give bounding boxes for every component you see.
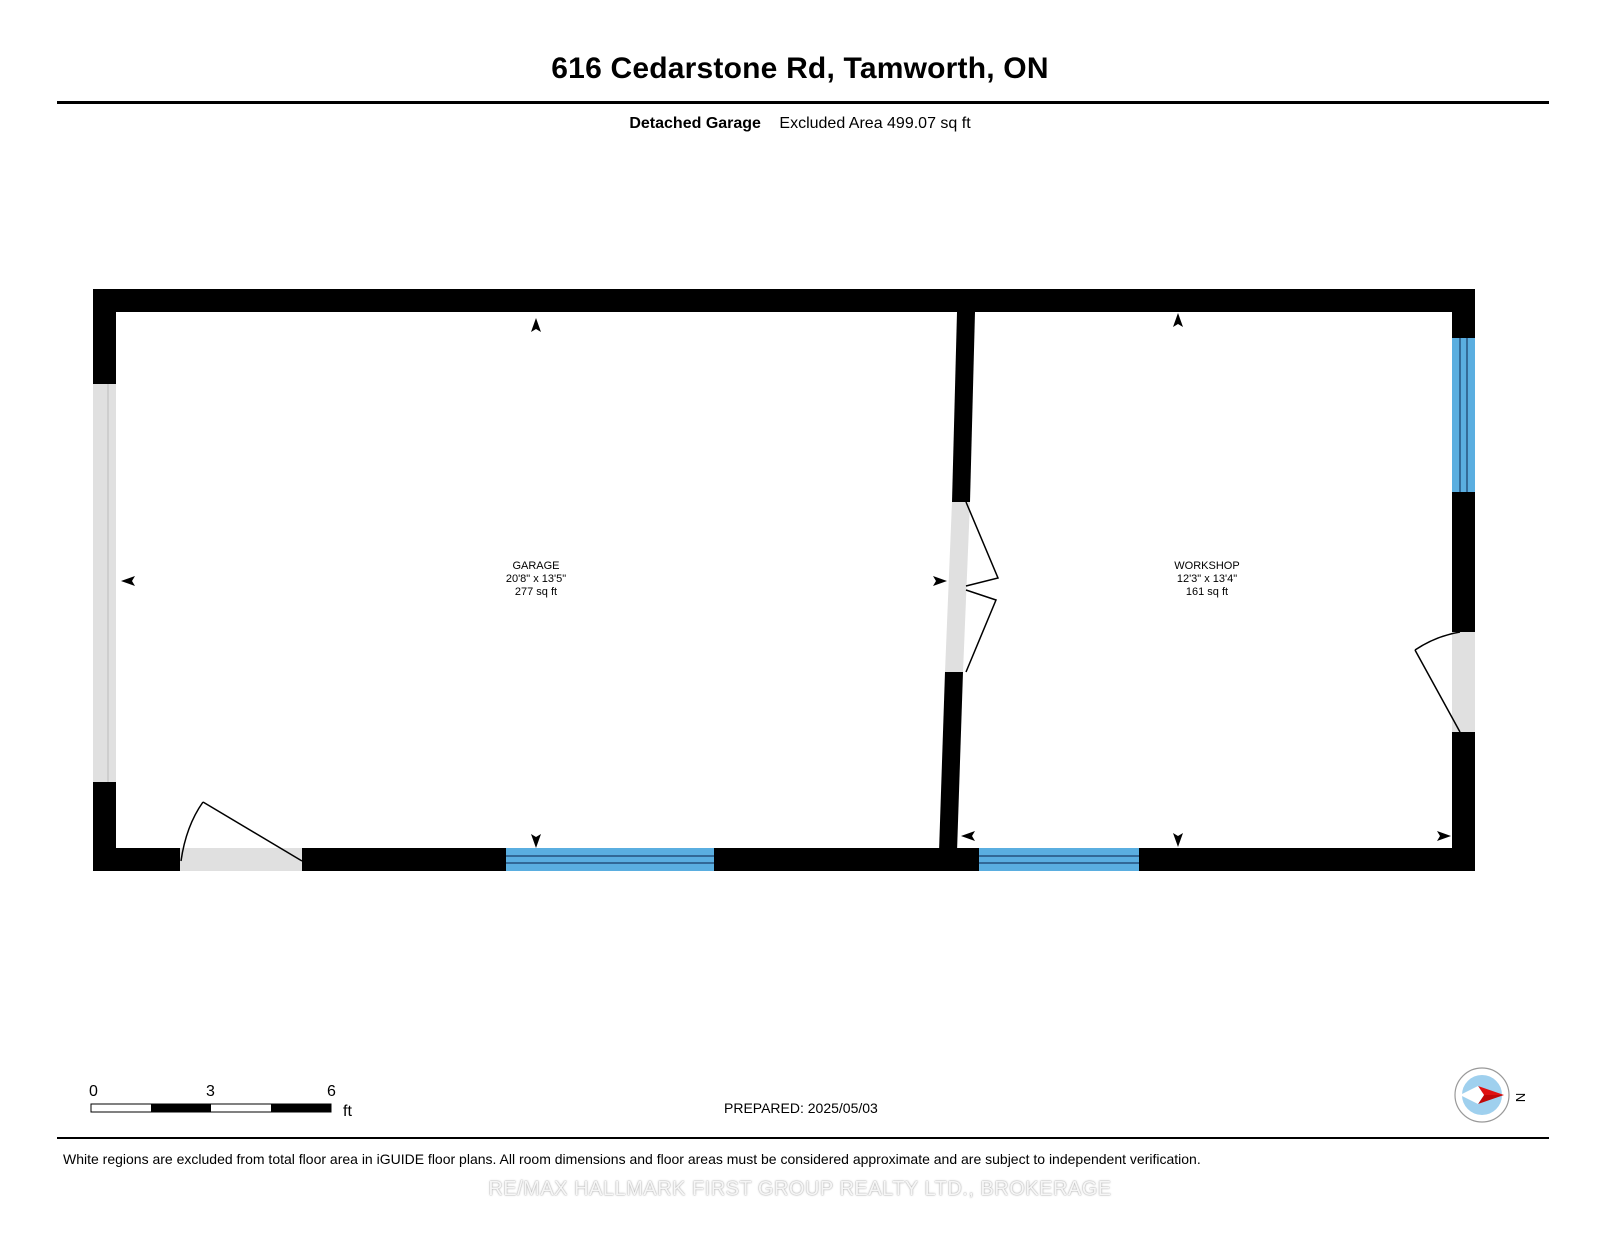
double-door bbox=[965, 501, 1000, 673]
header-rule bbox=[57, 101, 1549, 104]
interior-door-opening bbox=[945, 502, 970, 672]
garage-entry-door-opening bbox=[180, 848, 302, 871]
arrow-workshop-left bbox=[961, 831, 975, 841]
garage-window bbox=[506, 848, 714, 871]
arrow-workshop-top bbox=[1173, 313, 1183, 327]
scale-unit: ft bbox=[343, 1103, 352, 1120]
interior-wall-lower bbox=[939, 672, 963, 852]
compass-north-label: N bbox=[1513, 1092, 1529, 1103]
prepared-date: PREPARED: 2025/05/03 bbox=[724, 1100, 878, 1116]
scale-tick-0: 0 bbox=[89, 1083, 98, 1100]
arrow-garage-right bbox=[933, 576, 947, 586]
page-title: 616 Cedarstone Rd, Tamworth, ON bbox=[551, 52, 1049, 85]
dimension-arrows bbox=[121, 313, 1451, 848]
level-summary: Detached Garage Excluded Area 499.07 sq … bbox=[0, 115, 1600, 133]
arrow-workshop-bottom bbox=[1173, 833, 1183, 847]
excluded-area: Excluded Area 499.07 sq ft bbox=[779, 115, 971, 132]
room-dimensions: 12'3" x 13'4" bbox=[1177, 573, 1237, 585]
room-name: GARAGE bbox=[512, 560, 559, 572]
scale-tick-6: 6 bbox=[327, 1083, 336, 1100]
scale-tick-3: 3 bbox=[206, 1083, 215, 1100]
garage-door-opening bbox=[93, 384, 116, 782]
room-area: 277 sq ft bbox=[515, 586, 557, 598]
room-area: 161 sq ft bbox=[1186, 586, 1228, 598]
workshop-right-window bbox=[1452, 338, 1475, 492]
garage-entry-door-swing bbox=[180, 801, 303, 862]
compass-icon bbox=[1454, 1067, 1510, 1123]
scale-bar bbox=[90, 1103, 332, 1113]
workshop-door-swing bbox=[1414, 631, 1461, 733]
workshop-door-opening bbox=[1452, 632, 1475, 732]
room-dimensions: 20'8" x 13'5" bbox=[506, 573, 566, 585]
footer-rule bbox=[57, 1137, 1549, 1139]
brokerage-watermark: RE/MAX HALLMARK FIRST GROUP REALTY LTD.,… bbox=[488, 1178, 1112, 1200]
interior-wall-upper bbox=[952, 312, 975, 502]
room-name: WORKSHOP bbox=[1174, 560, 1239, 572]
room-label-workshop: WORKSHOP 12'3" x 13'4" 161 sq ft bbox=[1174, 560, 1239, 598]
arrow-garage-top bbox=[531, 318, 541, 332]
level-name: Detached Garage bbox=[629, 115, 761, 132]
arrow-garage-bottom bbox=[531, 834, 541, 848]
workshop-bottom-window bbox=[979, 848, 1139, 871]
wall-top bbox=[93, 289, 1475, 312]
disclaimer: White regions are excluded from total fl… bbox=[63, 1151, 1201, 1167]
floor-area bbox=[116, 312, 1454, 852]
arrow-workshop-right bbox=[1437, 831, 1451, 841]
room-label-garage: GARAGE 20'8" x 13'5" 277 sq ft bbox=[506, 560, 566, 598]
arrow-garage-left bbox=[121, 576, 135, 586]
